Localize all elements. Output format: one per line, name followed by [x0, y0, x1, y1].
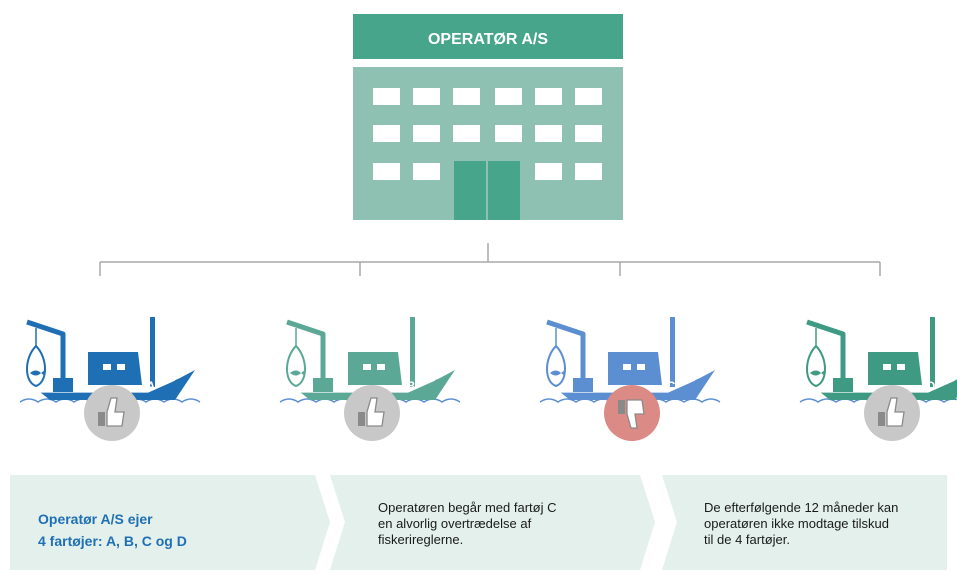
building-window: [535, 88, 562, 105]
step-1-line-2: 4 fartøjer: A, B, C og D: [38, 533, 187, 549]
step-2-box: [330, 475, 655, 570]
building-window: [535, 125, 562, 142]
cargo-crate: [833, 378, 853, 392]
building-window: [373, 163, 400, 180]
fish-net-icon: [286, 344, 306, 388]
hull-stripe: [820, 379, 956, 393]
crane-arm: [546, 319, 586, 384]
cabin-window: [363, 364, 371, 370]
step-1-text: Operatør A/S ejer 4 fartøjer: A, B, C og…: [38, 508, 187, 552]
vessel-d: D: [799, 317, 957, 441]
vessel-letter: D: [927, 379, 936, 393]
fish-icon: [810, 370, 825, 376]
cabin-window: [623, 364, 631, 370]
step-2-line-3: fiskerireglerne.: [378, 532, 464, 547]
operator-header-bar: [353, 14, 623, 59]
vessel-group: A B C D: [19, 317, 957, 441]
vessel-c: C: [539, 317, 721, 441]
fish-net-icon: [546, 344, 566, 388]
thumbs-up-icon: [98, 397, 125, 427]
building-window: [413, 88, 440, 105]
fish-net-icon: [806, 344, 826, 388]
crane-arm: [286, 319, 326, 384]
building-window: [575, 88, 602, 105]
org-connectors: [99, 243, 881, 276]
vessel-mast: [670, 317, 675, 387]
building-window: [373, 88, 400, 105]
hull-stripe: [300, 379, 436, 393]
step-3-line-2: operatøren ikke modtage tilskud: [704, 516, 889, 531]
step-1-line-1: Operatør A/S ejer: [38, 511, 153, 527]
fish-icon: [290, 370, 305, 376]
building-door-right: [488, 161, 520, 220]
building-window: [575, 125, 602, 142]
thumbs-up-icon: [878, 397, 905, 427]
cabin-window: [637, 364, 645, 370]
cabin-window: [103, 364, 111, 370]
vessel-letter: B: [407, 379, 416, 393]
crane-arm: [806, 319, 846, 384]
vessel-cabin: [88, 352, 142, 385]
step-2-text: Operatøren begår med fartøj C en alvorli…: [378, 500, 556, 548]
step-3-line-3: til de 4 fartøjer.: [704, 532, 790, 547]
cabin-window: [117, 364, 125, 370]
cabin-window: [377, 364, 385, 370]
step-2-line-1: Operatøren begår med fartøj C: [378, 500, 557, 515]
step-1-box: [10, 475, 330, 570]
vessel-mast: [150, 317, 155, 387]
fish-icon: [30, 370, 45, 376]
thumbs-up-icon: [358, 397, 385, 427]
building-window: [413, 163, 440, 180]
building-window: [453, 88, 480, 105]
vessel-mast: [930, 317, 935, 387]
fish-icon: [550, 370, 565, 376]
building-window: [535, 163, 562, 180]
building-window: [575, 163, 602, 180]
cabin-window: [883, 364, 891, 370]
cabin-window: [897, 364, 905, 370]
vessel-cabin: [348, 352, 402, 385]
building-windows: [373, 88, 602, 180]
building-door-left: [454, 161, 486, 220]
vessel-cabin: [608, 352, 662, 385]
vessel-b: B: [279, 317, 461, 441]
building-window: [373, 125, 400, 142]
vessel-a: A: [19, 317, 201, 441]
cargo-crate: [313, 378, 333, 392]
step-3-line-1: De efterfølgende 12 måneder kan: [704, 500, 899, 515]
cargo-crate: [53, 378, 73, 392]
crane-arm: [26, 319, 66, 384]
building-window: [413, 125, 440, 142]
hull-stripe: [560, 379, 696, 393]
cargo-crate: [573, 378, 593, 392]
vessel-hull: [820, 379, 957, 400]
vessel-mast: [410, 317, 415, 387]
operator-building: OPERATØR A/S: [353, 14, 623, 220]
step-3-box: [662, 475, 947, 570]
thumbs-down-icon: [618, 399, 645, 429]
building-window: [495, 125, 522, 142]
vessel-letter: C: [667, 379, 676, 393]
step-3-text: De efterfølgende 12 måneder kan operatør…: [704, 500, 898, 548]
step-2-line-2: en alvorlig overtrædelse af: [378, 516, 532, 531]
hull-stripe: [40, 379, 176, 393]
building-window: [453, 125, 480, 142]
vessel-cabin: [868, 352, 922, 385]
building-window: [495, 88, 522, 105]
process-steps: [10, 475, 947, 570]
fish-net-icon: [26, 344, 46, 388]
vessel-letter: A: [147, 379, 156, 393]
operator-title: OPERATØR A/S: [428, 31, 548, 48]
